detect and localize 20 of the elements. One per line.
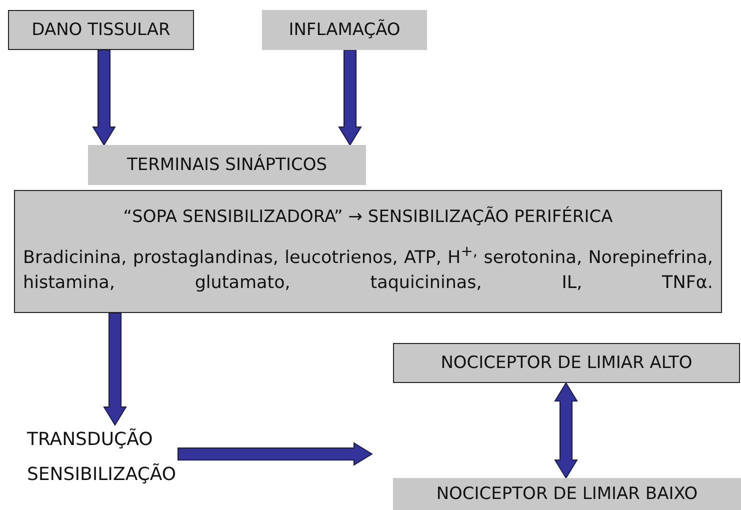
arrow bbox=[178, 442, 373, 466]
arrow bbox=[338, 50, 362, 146]
arrow bbox=[103, 312, 127, 426]
node-label: NOCICEPTOR DE LIMIAR ALTO bbox=[440, 352, 692, 374]
node-label: INFLAMAÇÃO bbox=[288, 20, 400, 40]
node-label: SENSIBILIZAÇÃO bbox=[27, 464, 176, 486]
double-arrow bbox=[554, 382, 578, 479]
label-box bbox=[8, 10, 194, 50]
node-label: TERMINAIS SINÁPTICOS bbox=[126, 154, 327, 176]
node-label: TRANSDUÇÃO bbox=[27, 429, 153, 451]
label-box bbox=[88, 145, 366, 185]
label-box bbox=[393, 343, 740, 383]
node-label: NOCICEPTOR DE LIMIAR BAIXO bbox=[436, 484, 698, 504]
info-panel bbox=[14, 190, 722, 313]
panel-heading: “SOPA SENSIBILIZADORA” → SENSIBILIZAÇÃO PERIFÉRICA bbox=[123, 206, 613, 227]
node-label: DANO TISSULAR bbox=[32, 20, 170, 40]
label-box bbox=[393, 478, 741, 510]
arrow bbox=[92, 50, 116, 146]
label-box bbox=[262, 10, 427, 50]
mediator-list: Bradicinina, prostaglandinas, leucotrienos, ATP, H$^{+,}$ serotonina, Norepinefrina, histamina, glutamato, taquicininas, IL, TNFα. bbox=[23, 240, 713, 296]
